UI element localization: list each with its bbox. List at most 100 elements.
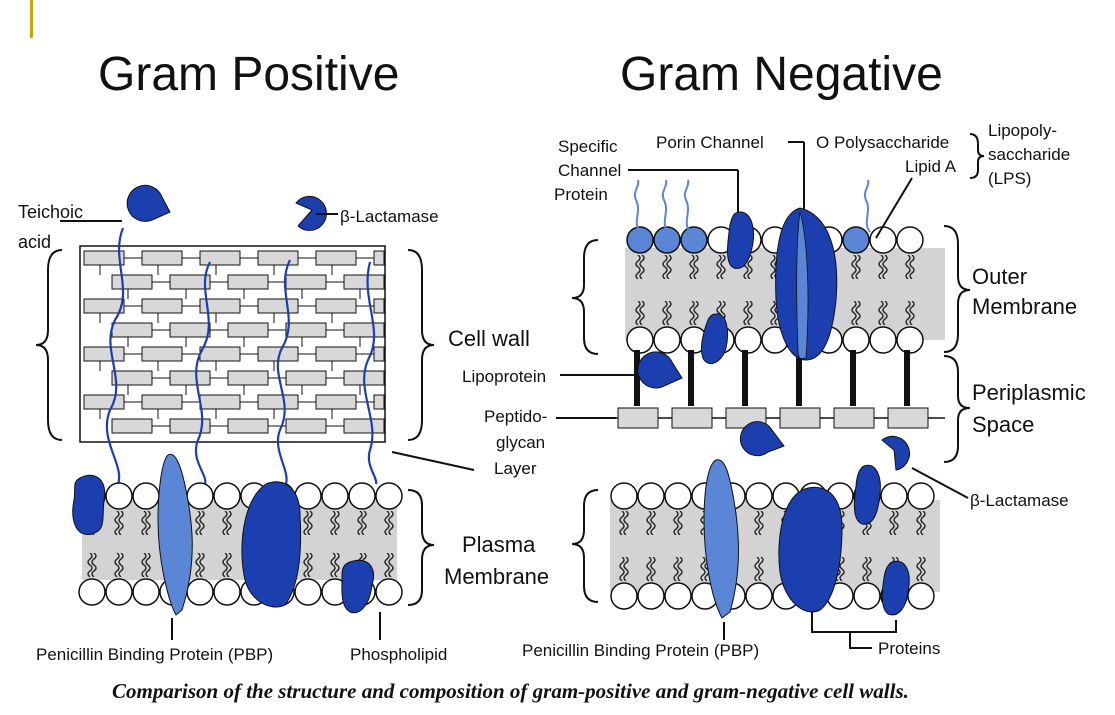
phospholipid-head: [626, 326, 654, 354]
peptidoglycan-brick: [141, 250, 183, 266]
peptidoglycan-brick: [373, 298, 385, 314]
gn-plasma-brace: [571, 489, 599, 603]
peptidoglycan-brick: [671, 407, 713, 429]
peptidoglycan-brick: [373, 394, 385, 410]
gn-o-poly-label: O Polysaccharide: [816, 133, 949, 152]
gn-porin-label: Porin Channel: [656, 133, 764, 152]
phospholipid-head: [880, 482, 908, 510]
gn-periplasmic-label-2: Space: [972, 412, 1034, 437]
gp-pbp-protein: [157, 453, 193, 616]
gp-beta-lactamase-label: β-Lactamase: [340, 207, 439, 226]
phospholipid-head: [680, 226, 708, 254]
gn-beta-lactamase-shape-1: [637, 351, 683, 389]
phospholipid-head: [294, 578, 322, 606]
phospholipid-head: [375, 578, 403, 606]
phospholipid-head: [664, 582, 692, 610]
phospholipid-head: [896, 226, 924, 254]
gp-beta-lactamase-shape-1: [126, 184, 171, 222]
phospholipid-head: [637, 582, 665, 610]
gp-cell-wall: [79, 227, 386, 485]
peptidoglycan-brick: [227, 274, 269, 290]
phospholipid-head: [132, 578, 160, 606]
phospholipid-head: [626, 226, 654, 254]
peptidoglycan-brick: [227, 418, 269, 434]
gn-porin-channel-inner: [796, 211, 809, 360]
phospholipid-head: [745, 582, 773, 610]
peptidoglycan-brick: [199, 250, 241, 266]
peptidoglycan-brick: [343, 322, 385, 338]
gn-beta-lactamase-label: β-Lactamase: [970, 491, 1069, 510]
peptidoglycan-brick: [83, 394, 125, 410]
gp-phospholipid-label: Phospholipid: [350, 645, 447, 664]
phospholipid-head: [186, 578, 214, 606]
gn-outer-brace-right: [943, 225, 971, 353]
peptidoglycan-brick: [343, 418, 385, 434]
phospholipid-head: [213, 578, 241, 606]
peptidoglycan-brick: [227, 370, 269, 386]
phospholipid-head: [321, 482, 349, 510]
peptidoglycan-brick: [887, 407, 929, 429]
peptidoglycan-brick: [315, 346, 357, 362]
peptidoglycan-brick: [227, 322, 269, 338]
gp-membrane-protein-large: [241, 481, 302, 608]
accent-bar: [30, 0, 33, 38]
peptidoglycan-brick: [169, 322, 211, 338]
peptidoglycan-brick: [257, 250, 299, 266]
gp-cell-wall-label: Cell wall: [448, 326, 530, 351]
gn-beta-lactamase-shape-2: [739, 421, 785, 457]
peptidoglycan-brick: [373, 346, 385, 362]
gn-lps-label-3: (LPS): [988, 169, 1031, 188]
gn-lipid-a-label: Lipid A: [905, 157, 957, 176]
peptidoglycan-brick: [169, 370, 211, 386]
peptidoglycan-brick: [833, 407, 875, 429]
peptidoglycan-brick: [141, 346, 183, 362]
peptidoglycan-brick: [617, 407, 659, 429]
peptidoglycan-brick: [285, 274, 327, 290]
peptidoglycan-brick: [199, 394, 241, 410]
phospholipid-head: [637, 482, 665, 510]
gp-teichoic-acid-strands: [105, 227, 378, 485]
gn-peptido-label-1: Peptido-: [484, 407, 547, 426]
phospholipid-head: [348, 482, 376, 510]
gn-pbp-protein: [703, 459, 739, 619]
phospholipid-head: [907, 582, 935, 610]
phospholipid-head: [896, 326, 924, 354]
peptidoglycan-brick: [169, 418, 211, 434]
phospholipid-head: [213, 482, 241, 510]
gn-specific-label-3: Protein: [554, 185, 608, 204]
phospholipid-head: [610, 582, 638, 610]
phospholipid-head: [853, 582, 881, 610]
gp-teichoic-label-1: Teichoic: [18, 202, 83, 222]
gp-teichoic-label-2: acid: [18, 232, 51, 252]
phospholipid-head: [869, 326, 897, 354]
peptidoglycan-brick: [83, 298, 125, 314]
phospholipid-head: [869, 226, 897, 254]
phospholipid-head: [610, 482, 638, 510]
phospholipid-head: [907, 482, 935, 510]
figure-caption: Comparison of the structure and composit…: [112, 679, 909, 703]
phospholipid-head: [105, 578, 133, 606]
gn-lipoprotein-label: Lipoprotein: [462, 367, 546, 386]
peptidoglycan-brick: [111, 418, 153, 434]
phospholipid-head: [745, 482, 773, 510]
gn-o-polysaccharide-chains: [633, 179, 871, 233]
peptidoglycan-brick: [373, 250, 385, 266]
peptidoglycan-brick: [257, 298, 299, 314]
gn-outer-label-2: Membrane: [972, 294, 1077, 319]
peptidoglycan-brick: [285, 370, 327, 386]
peptidoglycan-brick: [779, 407, 821, 429]
gp-beta-lactamase-shape-2: [295, 195, 327, 231]
gn-lps-label-1: Lipopoly-: [988, 121, 1057, 140]
gn-membrane-protein-top: [853, 464, 881, 525]
gn-proteins-leader: [811, 612, 897, 649]
gn-plasma-membrane: [610, 459, 940, 619]
phospholipid-head: [375, 482, 403, 510]
gn-membrane-protein-large: [778, 486, 843, 613]
gp-pbp-label: Penicillin Binding Protein (PBP): [36, 645, 273, 664]
peptidoglycan-brick: [285, 322, 327, 338]
gn-beta-lactamase-leader: [911, 467, 969, 499]
peptidoglycan-brick: [111, 370, 153, 386]
gn-lipoprotein-rods: [634, 350, 910, 406]
gp-peptidoglycan-leader: [391, 451, 475, 471]
